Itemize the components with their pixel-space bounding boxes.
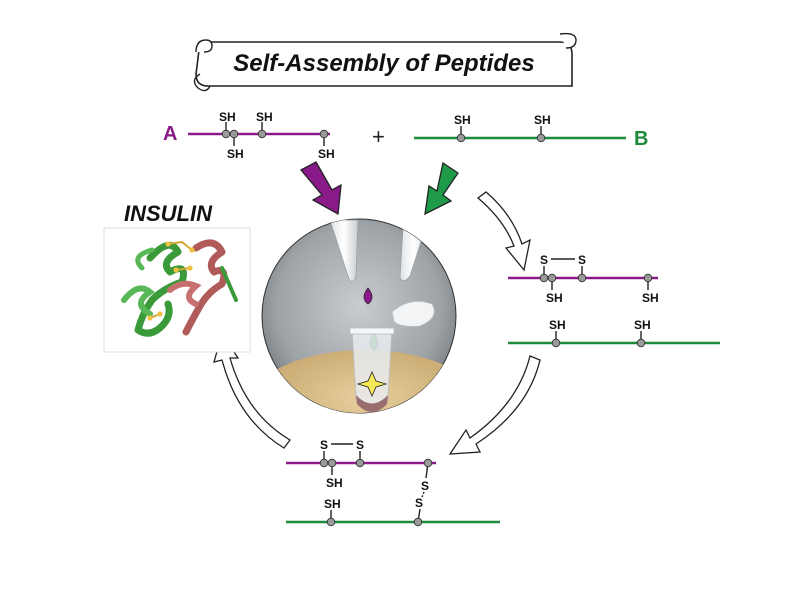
photo-circle <box>261 218 457 414</box>
s-label: S <box>415 496 423 510</box>
s-label: S <box>578 253 586 267</box>
chain-b-label: B <box>634 128 648 150</box>
sh-label: SH <box>634 318 651 332</box>
intermediate-two: S S SH S S SH <box>286 438 500 527</box>
s-label: S <box>421 479 429 493</box>
sh-label: SH <box>454 113 471 127</box>
sh-label: SH <box>549 318 566 332</box>
s-label: S <box>356 438 364 452</box>
curved-arrow-icon <box>476 191 531 272</box>
sh-label: SH <box>642 291 659 305</box>
sh-label: SH <box>546 291 563 305</box>
sh-label: SH <box>326 476 343 490</box>
arrow-b-icon <box>424 161 459 216</box>
plus-sign: + <box>372 124 385 149</box>
chain-a-top: A SH SH SH SH <box>163 110 335 161</box>
sh-label: SH <box>324 497 341 511</box>
arrow-a-icon <box>299 161 342 216</box>
sh-label: SH <box>534 113 551 127</box>
sh-label: SH <box>227 147 244 161</box>
intermediate-one: S S SH SH SH SH <box>508 253 720 348</box>
sh-label: SH <box>318 147 335 161</box>
chain-a-label: A <box>163 123 177 145</box>
sh-label: SH <box>219 110 236 124</box>
curved-arrow-icon <box>448 355 541 455</box>
insulin-label: INSULIN <box>124 201 213 226</box>
s-label: S <box>320 438 328 452</box>
chain-b-top: SH SH B <box>414 113 648 150</box>
sh-label: SH <box>256 110 273 124</box>
title: Self-Assembly of Peptides <box>233 50 534 77</box>
s-label: S <box>540 253 548 267</box>
insulin-structure-image <box>103 227 251 353</box>
title-banner: Self-Assembly of Peptides <box>193 32 577 92</box>
